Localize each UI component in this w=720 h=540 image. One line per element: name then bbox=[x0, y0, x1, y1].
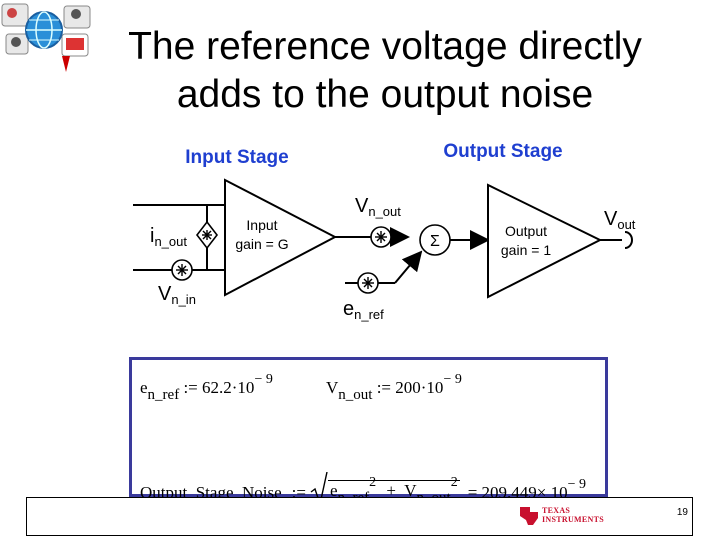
vn-in-noise-source-symbol bbox=[171, 259, 193, 281]
en-ref-label: en_ref bbox=[343, 298, 384, 322]
output-terminal bbox=[624, 231, 633, 249]
input-amp-label-line2: gain = G bbox=[235, 236, 288, 252]
slide-footer bbox=[26, 497, 693, 536]
ti-brand-line1: Texas bbox=[542, 506, 571, 515]
input-amplifier-triangle bbox=[224, 178, 338, 297]
en-ref-wire-to-summer bbox=[394, 250, 423, 284]
slide-title-line-1: The reference voltage directly bbox=[128, 25, 642, 68]
input-stage-heading: Input Stage bbox=[185, 147, 288, 168]
vout-label: Vout bbox=[604, 208, 636, 232]
square-root-sign bbox=[310, 472, 328, 506]
in-out-label: in_out bbox=[150, 225, 187, 249]
output-amp-label-line1: Output bbox=[505, 223, 547, 239]
ti-brand-line2: Instruments bbox=[542, 515, 604, 524]
en-ref-noise-source-symbol bbox=[357, 272, 379, 294]
page-number: 19 bbox=[676, 507, 688, 518]
noise-block-diagram: Input Stage Output Stage in_out Vn_in In… bbox=[133, 141, 636, 322]
slide-title-line-2: adds to the output noise bbox=[176, 73, 594, 116]
output-stage-heading: Output Stage bbox=[443, 141, 562, 162]
equation-en-ref: en_ref := 62.2·10− 9 bbox=[140, 372, 273, 403]
network-people-logo bbox=[1, 3, 91, 72]
noise-calculation-box: en_ref := 62.2·10− 9 Vn_out := 200·10− 9… bbox=[129, 357, 608, 506]
vn-out-label: Vn_out bbox=[355, 195, 401, 219]
vn-out-noise-source-symbol bbox=[370, 226, 392, 248]
texas-instruments-logo: Texas Instruments bbox=[518, 505, 604, 527]
output-amp-label-line2: gain = 1 bbox=[501, 242, 551, 258]
input-amp-label-line1: Input bbox=[246, 217, 277, 233]
vn-in-label: Vn_in bbox=[158, 283, 196, 307]
ti-state-icon bbox=[520, 507, 538, 525]
current-noise-source-symbol bbox=[195, 220, 219, 250]
output-amplifier-triangle bbox=[487, 183, 603, 299]
equation-vn-out: Vn_out := 200·10− 9 bbox=[326, 372, 462, 403]
summing-symbol: Σ bbox=[430, 233, 440, 250]
